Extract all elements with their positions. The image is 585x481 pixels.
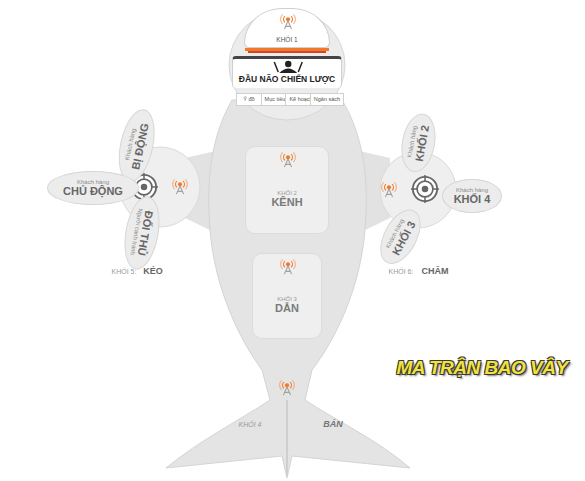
head-stripe [248,51,326,53]
tail-spine [286,400,288,476]
antenna-icon [245,9,331,49]
block-label: KHỐI 5: [112,268,137,276]
node-text: ĐẦU NÃO CHIẾN LƯỢC [239,75,335,84]
strategy-cap: KHỐI 1 [244,8,330,48]
propeller-blade: Khách hàngKHỐI 4 [442,179,501,212]
block-label: CHĂM [422,267,449,277]
block-label: BÁN [323,420,343,430]
target-icon [411,175,439,203]
antenna-icon [280,380,295,395]
block-label: KHỐI 6: [389,268,414,276]
strategy-band: ĐẦU NÃO CHIẾN LƯỢC [232,56,342,87]
propeller-blade: Khách hàngCHỦ ĐỘNG [47,171,138,204]
node-text: Khách hàng [77,179,109,186]
block-label: KÉO [143,267,163,277]
node-text: DẪN [275,302,299,314]
head-segment: Ý đồ [236,93,262,106]
propeller-blade: ĐỐI THỦNgười cạnh tranh [119,194,165,272]
block-label: KHỐI 4 [239,421,262,429]
propeller-blade: Khách hàngKHỐI 2 [397,111,440,175]
watermark: MA TRẬN BAO VÂY [396,358,567,379]
node-text: KHỐI 4 [454,193,491,205]
head-segment: Ngân sách [310,93,344,106]
antenna-icon [173,179,188,194]
channel-panel: KHỐI 2KÊNH [245,146,329,234]
antenna-icon [382,182,397,197]
node-text: KHỐI 3 [277,296,297,303]
propeller-blade: Khách hàngKHỐI 3 [372,203,429,271]
node-text: Ngân sách [314,96,340,102]
node-text: Khách hàng [456,187,488,194]
whale-body [166,100,410,478]
node-text: Ý đồ [243,96,254,102]
head-stripe [245,48,329,51]
lead-panel: KHỐI 3DẪN [252,253,322,339]
node-text: Mục tiêu [265,96,286,102]
node-text: KHỐI 1 [276,36,297,43]
node-text: KHỐI 2 [277,190,297,197]
node-text: KÊNH [271,196,302,208]
node-text: CHỦ ĐỘNG [63,185,123,197]
